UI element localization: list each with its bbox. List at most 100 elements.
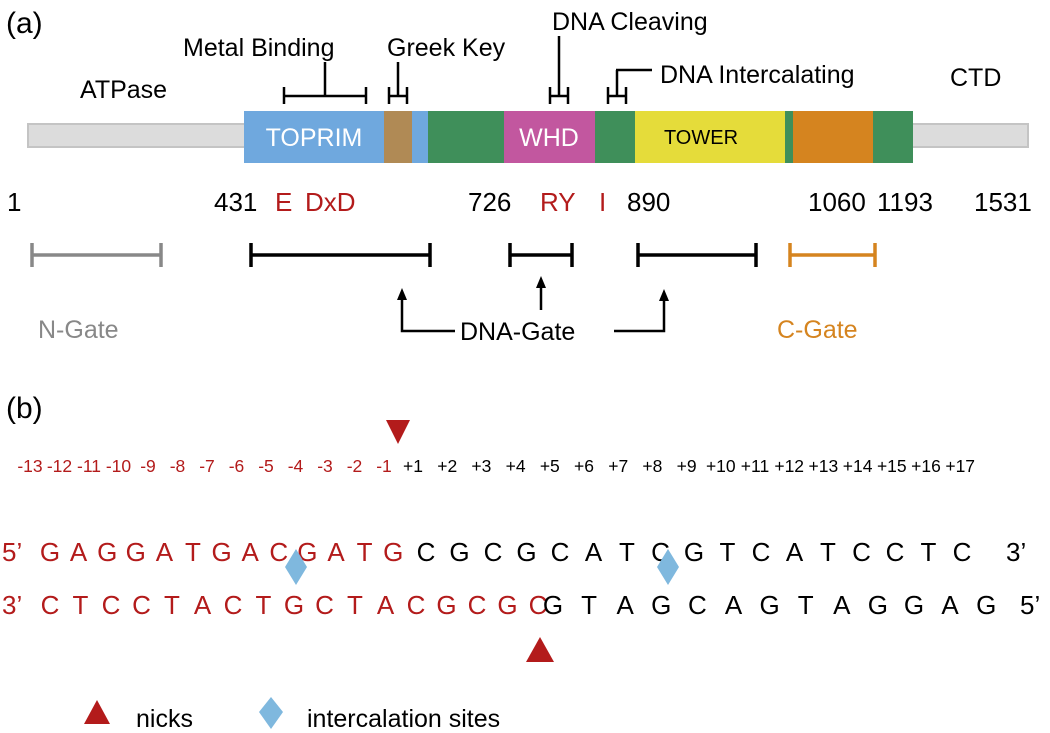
- bottom-base-cleaved-4: T: [164, 590, 180, 620]
- bottom-base-cleaved-11: A: [377, 590, 395, 620]
- top-base-10: C: [752, 537, 771, 567]
- top-base-6: T: [619, 537, 635, 567]
- bottom-base-cleaved-3: C: [132, 590, 151, 620]
- c-gate-range: [788, 243, 877, 267]
- position-label-6: -7: [199, 456, 215, 476]
- bottom-base-11: A: [941, 590, 959, 620]
- motif-i: I: [599, 187, 606, 217]
- top-base-cleaved-10: A: [327, 537, 345, 567]
- panel-b-label: (b): [6, 392, 43, 425]
- bottom-base-cleaved-12: C: [407, 590, 426, 620]
- dna-gate-label: DNA-Gate: [460, 318, 575, 346]
- position-label-29: +17: [945, 456, 975, 476]
- intercalation-diamond-left: [285, 549, 307, 585]
- position-label-17: +5: [540, 456, 560, 476]
- position-label-0: -13: [17, 456, 42, 476]
- motif-dxd: DxD: [305, 187, 356, 217]
- dna-cleaving-label: DNA Cleaving: [552, 8, 708, 36]
- ctd-label: CTD: [950, 64, 1001, 92]
- position-label-4: -9: [140, 456, 156, 476]
- position-label-9: -4: [288, 456, 304, 476]
- linker-domain-1: [428, 111, 504, 163]
- position-label-23: +11: [741, 456, 769, 476]
- top-base-8: G: [684, 537, 704, 567]
- position-label-27: +15: [877, 456, 907, 476]
- bottom-base-3: G: [651, 590, 671, 620]
- bottom-base-cleaved-7: T: [256, 590, 272, 620]
- position-label-25: +13: [809, 456, 839, 476]
- bottom-nick-marker: [526, 637, 554, 662]
- position-label-12: -1: [376, 456, 392, 476]
- position-label-15: +3: [471, 456, 491, 476]
- tower-label: TOWER: [664, 127, 738, 149]
- dna-gate-range-3: [636, 243, 758, 267]
- top-base-cleaved-8: C: [269, 537, 288, 567]
- legend-nicks-label: nicks: [136, 705, 193, 733]
- top-base-cleaved-3: G: [126, 537, 146, 567]
- metal-binding-label: Metal Binding: [183, 34, 334, 62]
- top-base-5: A: [585, 537, 603, 567]
- top-base-cleaved-12: G: [383, 537, 403, 567]
- top-strand-5prime: 5’: [2, 537, 22, 567]
- position-numbers: -13-12-11-10-9-8-7-6-5-4-3-2-1+1+2+3+4+5…: [17, 456, 975, 476]
- bottom-base-2: A: [617, 590, 635, 620]
- dna-gate-range-2: [508, 243, 574, 267]
- bottom-strand-3prime: 3’: [2, 590, 22, 620]
- dna-gate-connectors: [400, 285, 666, 333]
- bottom-base-cleaved-15: G: [497, 590, 517, 620]
- position-label-2: -11: [77, 456, 101, 476]
- toprim-domain-tail: [412, 111, 428, 163]
- bottom-base-9: G: [868, 590, 888, 620]
- motif-e: E: [275, 187, 292, 217]
- position-label-16: +4: [506, 456, 526, 476]
- position-label-28: +16: [911, 456, 941, 476]
- top-base-cleaved-7: A: [242, 537, 260, 567]
- toprim-label: TOPRIM: [266, 124, 363, 152]
- tower-domain: [635, 111, 785, 163]
- bottom-base-cleaved-1: T: [73, 590, 89, 620]
- linker-domain-3: [785, 111, 793, 163]
- bottom-base-4: C: [688, 590, 707, 620]
- position-label-13: +1: [403, 456, 423, 476]
- whd-domain: [504, 111, 595, 163]
- top-base-3: G: [516, 537, 536, 567]
- position-label-11: -2: [347, 456, 363, 476]
- c-gate-label: C-Gate: [777, 316, 858, 344]
- bottom-base-cleaved-0: C: [41, 590, 60, 620]
- position-label-26: +14: [843, 456, 873, 476]
- motif-ry: RY: [540, 187, 576, 217]
- legend-nick-marker: [84, 700, 110, 724]
- position-label-19: +7: [608, 456, 628, 476]
- position-label-7: -6: [229, 456, 245, 476]
- top-base-16: C: [953, 537, 972, 567]
- top-base-cleaved-0: G: [40, 537, 60, 567]
- bottom-base-cleaved-10: T: [347, 590, 363, 620]
- dna-intercalating-label: DNA Intercalating: [660, 61, 855, 89]
- bottom-base-10: G: [904, 590, 924, 620]
- position-label-8: -5: [258, 456, 274, 476]
- top-base-cleaved-11: T: [357, 537, 373, 567]
- position-label-21: +9: [677, 456, 697, 476]
- top-base-cleaved-6: G: [211, 537, 231, 567]
- top-base-4: C: [551, 537, 570, 567]
- bottom-base-6: G: [759, 590, 779, 620]
- bottom-base-8: A: [833, 590, 851, 620]
- bottom-strand-5prime: 5’: [1020, 590, 1040, 620]
- top-base-cleaved-4: A: [156, 537, 174, 567]
- gate-ranges: [30, 243, 877, 267]
- n-gate-label: N-Gate: [38, 316, 119, 344]
- linker-domain-2: [595, 111, 635, 163]
- position-label-24: +12: [774, 456, 804, 476]
- greek-key-domain: [384, 111, 412, 163]
- legend-intercalation-label: intercalation sites: [307, 705, 500, 733]
- top-base-13: C: [852, 537, 871, 567]
- top-base-2: C: [484, 537, 503, 567]
- top-base-11: A: [786, 537, 804, 567]
- bottom-base-7: T: [798, 590, 814, 620]
- top-base-cleaved-5: T: [185, 537, 201, 567]
- bottom-base-cleaved-6: C: [224, 590, 243, 620]
